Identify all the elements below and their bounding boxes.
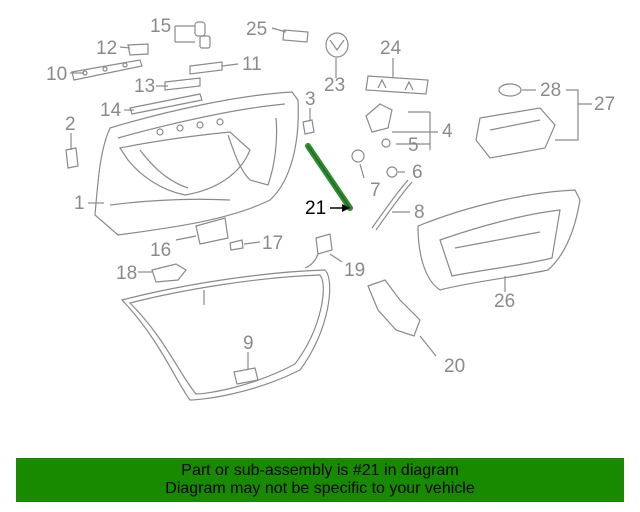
clip-17 bbox=[229, 239, 244, 251]
callout-9: 9 bbox=[243, 333, 254, 354]
callout-5: 5 bbox=[408, 135, 419, 156]
callout-8: 8 bbox=[414, 202, 425, 223]
callout-15: 15 bbox=[150, 16, 171, 37]
hinge-arm-20 bbox=[367, 279, 421, 337]
callout-3: 3 bbox=[305, 89, 316, 110]
emblem-11 bbox=[189, 61, 223, 75]
trunk-lid bbox=[94, 91, 299, 236]
callout-21: 21 bbox=[305, 198, 326, 219]
banner-line-1: Part or sub-assembly is #21 in diagram bbox=[181, 462, 459, 479]
callout-24: 24 bbox=[380, 38, 402, 59]
emblem-23 bbox=[325, 32, 349, 58]
stud-3 bbox=[302, 119, 315, 135]
bumper-2 bbox=[65, 147, 79, 169]
latch-16 bbox=[195, 217, 229, 245]
callout-12: 12 bbox=[96, 38, 117, 59]
callout-13: 13 bbox=[134, 76, 155, 97]
callout-10: 10 bbox=[46, 64, 67, 85]
callout-17: 17 bbox=[262, 233, 283, 254]
callout-27: 27 bbox=[594, 94, 615, 115]
callout-1: 1 bbox=[74, 193, 85, 214]
bolt-5 bbox=[381, 138, 391, 148]
molding-14 bbox=[129, 93, 203, 115]
weatherstrip-seal bbox=[120, 269, 331, 401]
callout-19: 19 bbox=[344, 260, 365, 281]
banner-line-2: Diagram may not be specific to your vehi… bbox=[165, 480, 475, 497]
gas-strut-21 bbox=[305, 143, 353, 211]
emblem-13 bbox=[164, 77, 201, 91]
applique-24 bbox=[365, 75, 429, 95]
callout-labels: 1 2 3 4 5 6 7 8 9 10 11 12 13 14 15 16 1… bbox=[46, 16, 615, 377]
torsion-rod-8 bbox=[371, 179, 413, 231]
hinge-4 bbox=[365, 103, 393, 133]
callout-16: 16 bbox=[150, 240, 171, 261]
callout-18: 18 bbox=[116, 263, 137, 284]
trim-strip-10 bbox=[71, 59, 143, 81]
lock-cylinder-15 bbox=[194, 21, 211, 49]
callout-14: 14 bbox=[100, 100, 122, 121]
callout-21-arrow bbox=[330, 204, 350, 212]
info-banner: Part or sub-assembly is #21 in diagram D… bbox=[16, 458, 624, 502]
grommet-7 bbox=[351, 149, 365, 163]
bracket-12 bbox=[127, 43, 149, 56]
callout-7: 7 bbox=[370, 180, 381, 201]
lamp-27 bbox=[475, 107, 556, 159]
callout-2: 2 bbox=[65, 114, 76, 135]
parts-diagram: 1 2 3 4 5 6 7 8 9 10 11 12 13 14 15 16 1… bbox=[46, 16, 615, 401]
trim-panel-26 bbox=[417, 189, 581, 291]
callout-11: 11 bbox=[242, 54, 262, 75]
switch-18 bbox=[151, 263, 187, 283]
leader-lines bbox=[70, 25, 592, 370]
callout-28: 28 bbox=[540, 80, 561, 101]
nut-6 bbox=[386, 166, 398, 178]
callout-23: 23 bbox=[324, 75, 345, 96]
bulb-28 bbox=[498, 83, 522, 97]
callout-25: 25 bbox=[246, 19, 267, 40]
callout-4: 4 bbox=[442, 121, 453, 142]
callout-6: 6 bbox=[412, 162, 423, 183]
callout-20: 20 bbox=[444, 356, 465, 377]
callout-26: 26 bbox=[494, 291, 515, 312]
badge-25 bbox=[282, 29, 309, 43]
release-cable-19 bbox=[304, 233, 333, 269]
